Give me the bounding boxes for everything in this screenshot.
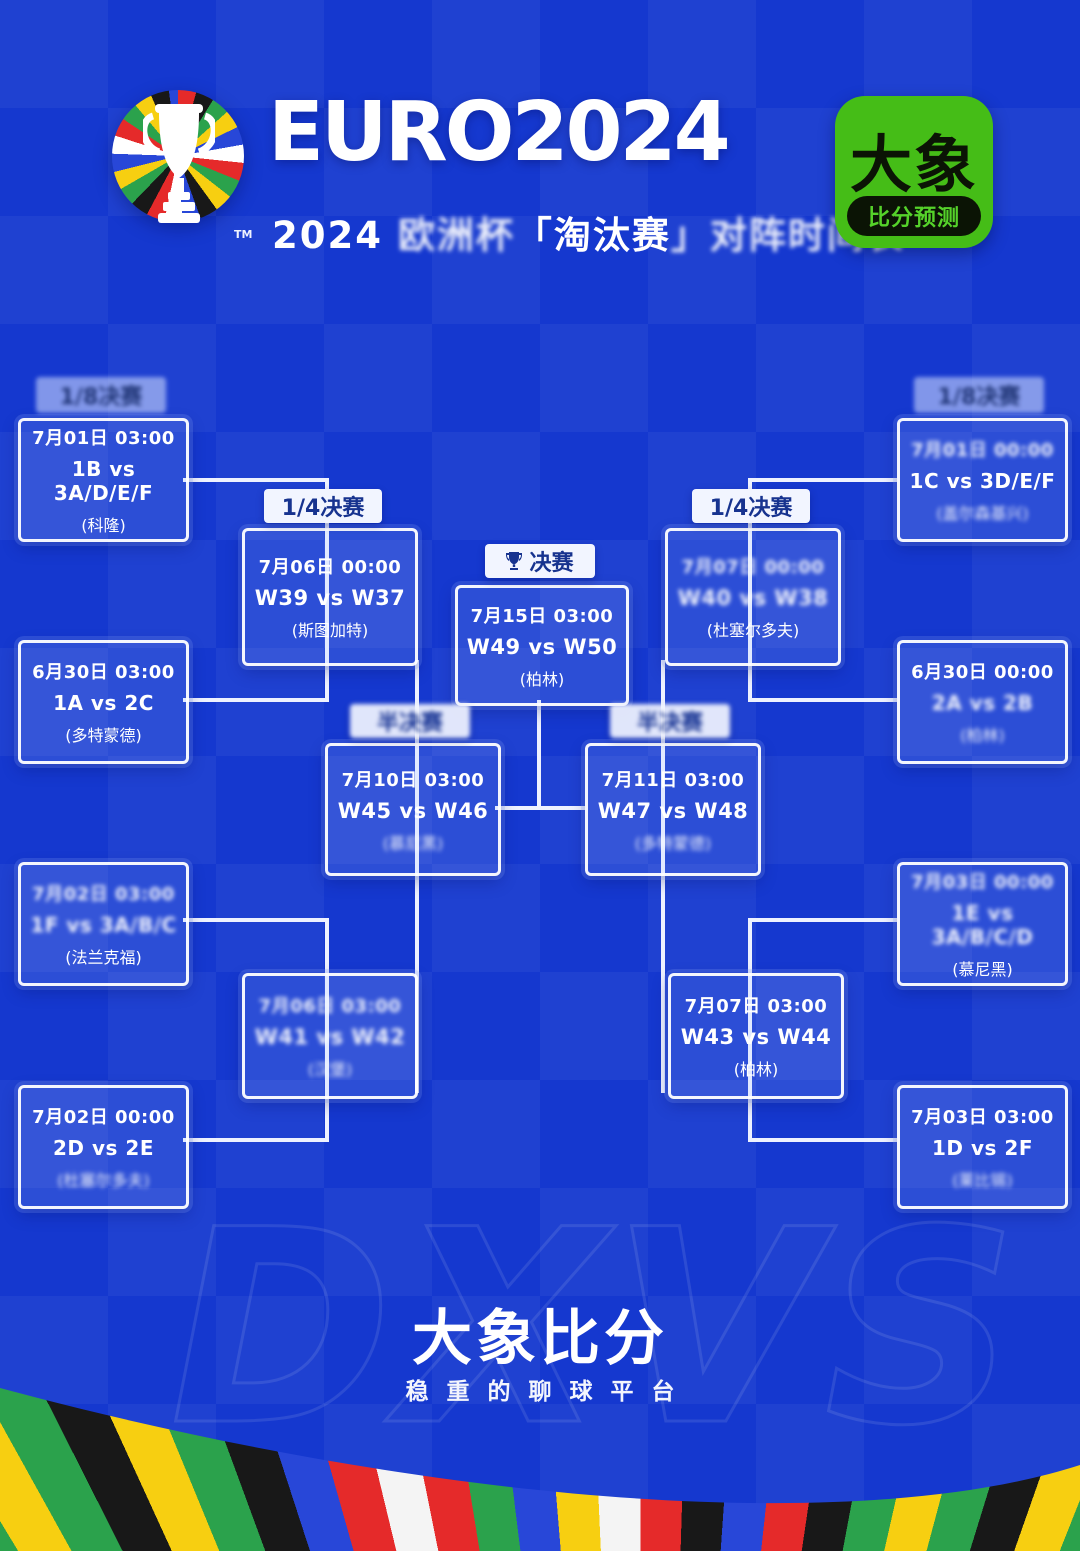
trophy-icon [143,104,215,223]
connector-line [325,918,329,1142]
match-box-qf-stuttgart: 7月06日 00:00 W39 vs W37 (斯图加特) [242,528,418,666]
match-venue: (莱比锡) [952,1171,1013,1190]
label-quarterfinal-right: 1/4决赛 [692,489,810,523]
connector-line [325,478,329,702]
match-date: 6月30日 03:00 [32,662,175,683]
poster-title: EURO2024 [268,85,731,180]
match-box-r16-1b-vs-3adef: 7月01日 03:00 1B vs 3A/D/E/F (科隆) [18,418,189,542]
subtitle-part-blurred: 欧洲杯 [397,214,515,257]
connector-line [750,698,897,702]
footer-slogan-text: 稳重的聊球平台 [405,1379,693,1405]
footer-brand-text: 大象比分 [412,1304,668,1374]
label-round-of-16-right: 1/8决赛 [914,377,1044,413]
connector-line [495,806,585,810]
match-venue: (汉堡) [307,1060,353,1079]
trademark-text: TM [234,228,253,241]
match-venue: (法兰克福) [65,948,142,967]
match-teams: W43 vs W44 [680,1025,832,1049]
match-venue: (柏林) [519,669,565,689]
match-date: 7月01日 03:00 [32,428,175,449]
poster-subtitle: 2024 欧洲杯「淘汰赛」对阵时间表 [272,205,903,259]
label-final: 决赛 [485,544,595,578]
match-date: 7月03日 00:00 [911,872,1054,893]
match-venue: (杜塞尔多夫) [706,621,800,640]
match-box-qf-berlin: 7月07日 03:00 W43 vs W44 (柏林) [668,973,844,1099]
subtitle-part: 2024 [272,214,398,257]
match-venue: (多特蒙德) [634,833,712,853]
match-date: 7月07日 00:00 [681,557,825,578]
match-venue: (科隆) [81,516,126,535]
badge-sub-text: 比分预测 [847,196,981,236]
match-teams: 1A vs 2C [53,691,154,715]
match-date: 7月06日 00:00 [258,557,402,578]
match-box-r16-1e-vs-3abcd: 7月03日 00:00 1E vs 3A/B/C/D (慕尼黑) [897,862,1068,986]
connector-line [750,918,897,922]
match-box-r16-1f-vs-3abc: 7月02日 03:00 1F vs 3A/B/C (法兰克福) [18,862,189,986]
match-date: 7月01日 00:00 [911,440,1054,461]
match-teams: 1E vs 3A/B/C/D [931,901,1034,949]
connector-line [750,478,897,482]
match-date: 7月10日 03:00 [341,769,485,791]
match-teams: 2D vs 2E [53,1136,154,1160]
connector-line [748,478,752,702]
match-date: 7月15日 03:00 [470,605,614,627]
match-teams: 1B vs 3A/D/E/F [53,457,154,505]
connector-line [748,918,752,1142]
connector-line [183,698,327,702]
match-venue: (柏林) [733,1060,779,1079]
connector-line [183,1138,327,1142]
euro2024-logo: TM [112,90,252,250]
small-trophy-icon [506,552,523,570]
match-box-r16-1c-vs-3def: 7月01日 00:00 1C vs 3D/E/F (盖尔森基兴) [897,418,1068,542]
connector-line [750,1138,897,1142]
match-venue: (慕尼黑) [382,833,444,853]
dxvs-watermark: DXVS [169,1173,1024,1485]
match-venue: (柏林) [960,726,1005,745]
connector-line [661,660,665,1093]
connector-line [537,700,541,810]
daxiang-app-badge: 大象 比分预测 [835,96,993,248]
label-semifinal-left: 半决赛 [350,704,470,738]
match-box-sf-dortmund: 7月11日 03:00 W47 vs W48 (多特蒙德) [585,743,761,876]
match-venue: (杜塞尔多夫) [57,1171,150,1190]
match-date: 7月02日 00:00 [32,1107,175,1128]
match-venue: (多特蒙德) [65,726,142,745]
match-date: 7月07日 03:00 [684,996,828,1017]
match-teams: W49 vs W50 [466,634,618,659]
match-date: 6月30日 00:00 [911,662,1054,683]
match-teams: W40 vs W38 [677,586,829,610]
match-venue: (慕尼黑) [952,960,1013,979]
match-venue: (盖尔森基兴) [936,504,1029,523]
match-teams: 1D vs 2F [932,1136,1033,1160]
match-date: 7月06日 03:00 [258,996,402,1017]
match-box-qf-dusseldorf: 7月07日 00:00 W40 vs W38 (杜塞尔多夫) [665,528,841,666]
match-teams: W45 vs W46 [337,798,489,823]
match-venue: (斯图加特) [291,621,369,640]
connector-line [183,918,327,922]
badge-brand-text: 大象 [849,128,978,201]
label-round-of-16-left: 1/8决赛 [36,377,166,413]
match-teams: 2A vs 2B [931,691,1034,715]
match-teams: W39 vs W37 [254,586,406,610]
match-date: 7月03日 03:00 [911,1107,1054,1128]
match-teams: 1C vs 3D/E/F [909,469,1056,493]
match-date: 7月11日 03:00 [601,769,745,791]
match-teams: W41 vs W42 [254,1025,406,1049]
label-quarterfinal-left: 1/4决赛 [264,489,382,523]
connector-line [415,660,419,1093]
match-box-r16-1a-vs-2c: 6月30日 03:00 1A vs 2C (多特蒙德) [18,640,189,764]
match-teams: W47 vs W48 [597,798,749,823]
match-box-final-berlin: 7月15日 03:00 W49 vs W50 (柏林) [455,585,629,706]
match-box-qf-hamburg: 7月06日 03:00 W41 vs W42 (汉堡) [242,973,418,1099]
connector-line [183,478,327,482]
match-box-r16-1d-vs-2f: 7月03日 03:00 1D vs 2F (莱比锡) [897,1085,1068,1209]
label-semifinal-right: 半决赛 [610,704,730,738]
match-box-sf-munich: 7月10日 03:00 W45 vs W46 (慕尼黑) [325,743,501,876]
match-teams: 1F vs 3A/B/C [30,913,177,937]
match-date: 7月02日 03:00 [32,884,175,905]
label-final-text: 决赛 [529,551,574,576]
subtitle-part: 「淘汰赛 [514,214,671,257]
match-box-r16-2a-vs-2b: 6月30日 00:00 2A vs 2B (柏林) [897,640,1068,764]
match-box-r16-2d-vs-2e: 7月02日 00:00 2D vs 2E (杜塞尔多夫) [18,1085,189,1209]
